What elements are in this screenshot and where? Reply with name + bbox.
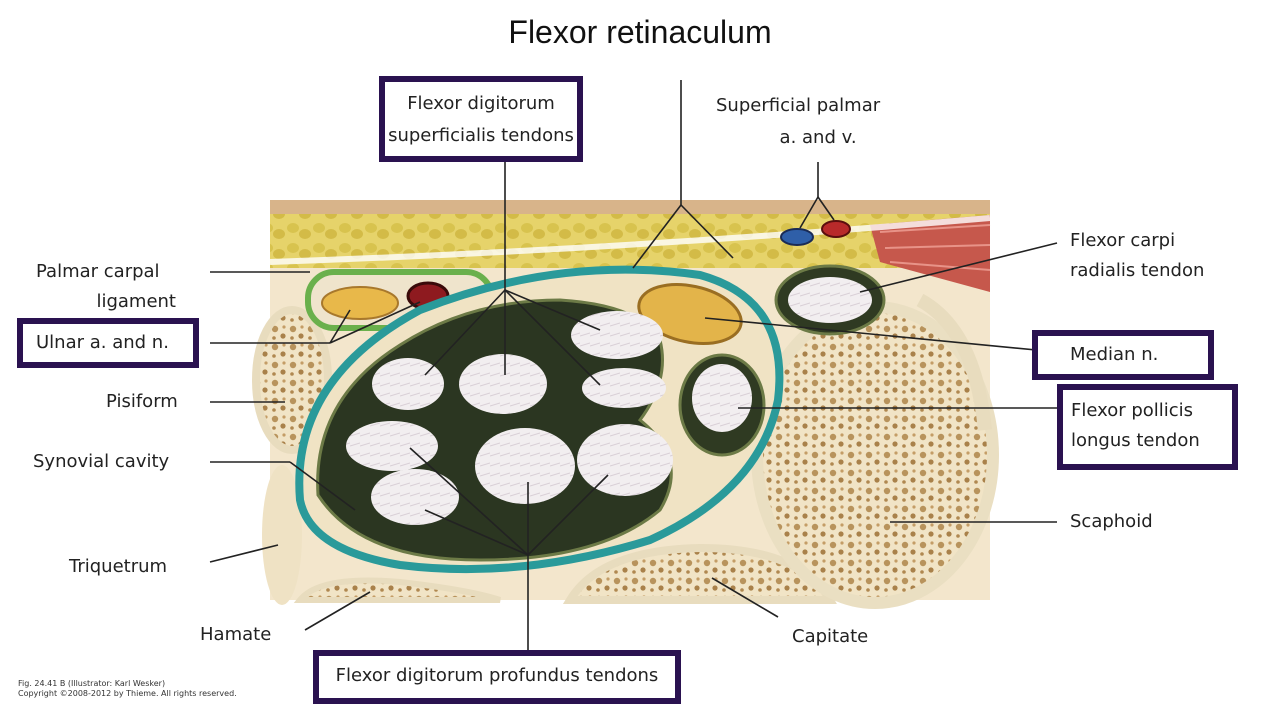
scaphoid-bone — [751, 301, 999, 609]
fcr-tendon — [774, 264, 886, 336]
palmar-carpal-ligament-label: Palmar carpal ligament — [36, 261, 176, 312]
diagram-title: Flexor retinaculum — [508, 14, 772, 50]
leader-lines — [209, 80, 1058, 650]
capitate-label: Capitate — [792, 626, 869, 647]
superficial-palmar-label: Superficial palmar a. and v. — [716, 95, 881, 148]
ulnar-nerve — [321, 286, 399, 320]
hamate-label: Hamate — [200, 624, 272, 645]
figure-credit: Fig. 24.41 B (Illustrator: Karl Wesker) … — [18, 679, 237, 698]
median-label-box: Median n. — [1032, 330, 1214, 380]
ulnar-label-box: Ulnar a. and n. — [17, 318, 199, 368]
scaphoid-label: Scaphoid — [1070, 511, 1153, 532]
synovial-cavity-label: Synovial cavity — [33, 451, 170, 472]
pisiform-label: Pisiform — [106, 391, 178, 412]
median-nerve — [637, 283, 743, 345]
fds-label-box: Flexor digitorum superficialis tendons — [379, 76, 583, 162]
fcr-label: Flexor carpi radialis tendon — [1070, 230, 1205, 281]
triquetrum-label: Triquetrum — [69, 556, 168, 577]
superficial-palmar-vessels — [780, 220, 851, 246]
flexor-tendons — [346, 311, 673, 525]
fds-label: Flexor digitorum superficialis tendons — [388, 93, 574, 146]
ulnar-label: Ulnar a. and n. — [36, 332, 169, 353]
fdp-label: Flexor digitorum profundus tendons — [335, 665, 659, 686]
median-label: Median n. — [1070, 344, 1159, 365]
fdp-label-box: Flexor digitorum profundus tendons — [313, 650, 681, 704]
fpl-label: Flexor pollicis longus tendon — [1071, 400, 1200, 451]
hamate-bone — [293, 577, 501, 603]
triquetrum-bone — [262, 465, 302, 605]
fpl-label-box: Flexor pollicis longus tendon — [1057, 384, 1238, 470]
